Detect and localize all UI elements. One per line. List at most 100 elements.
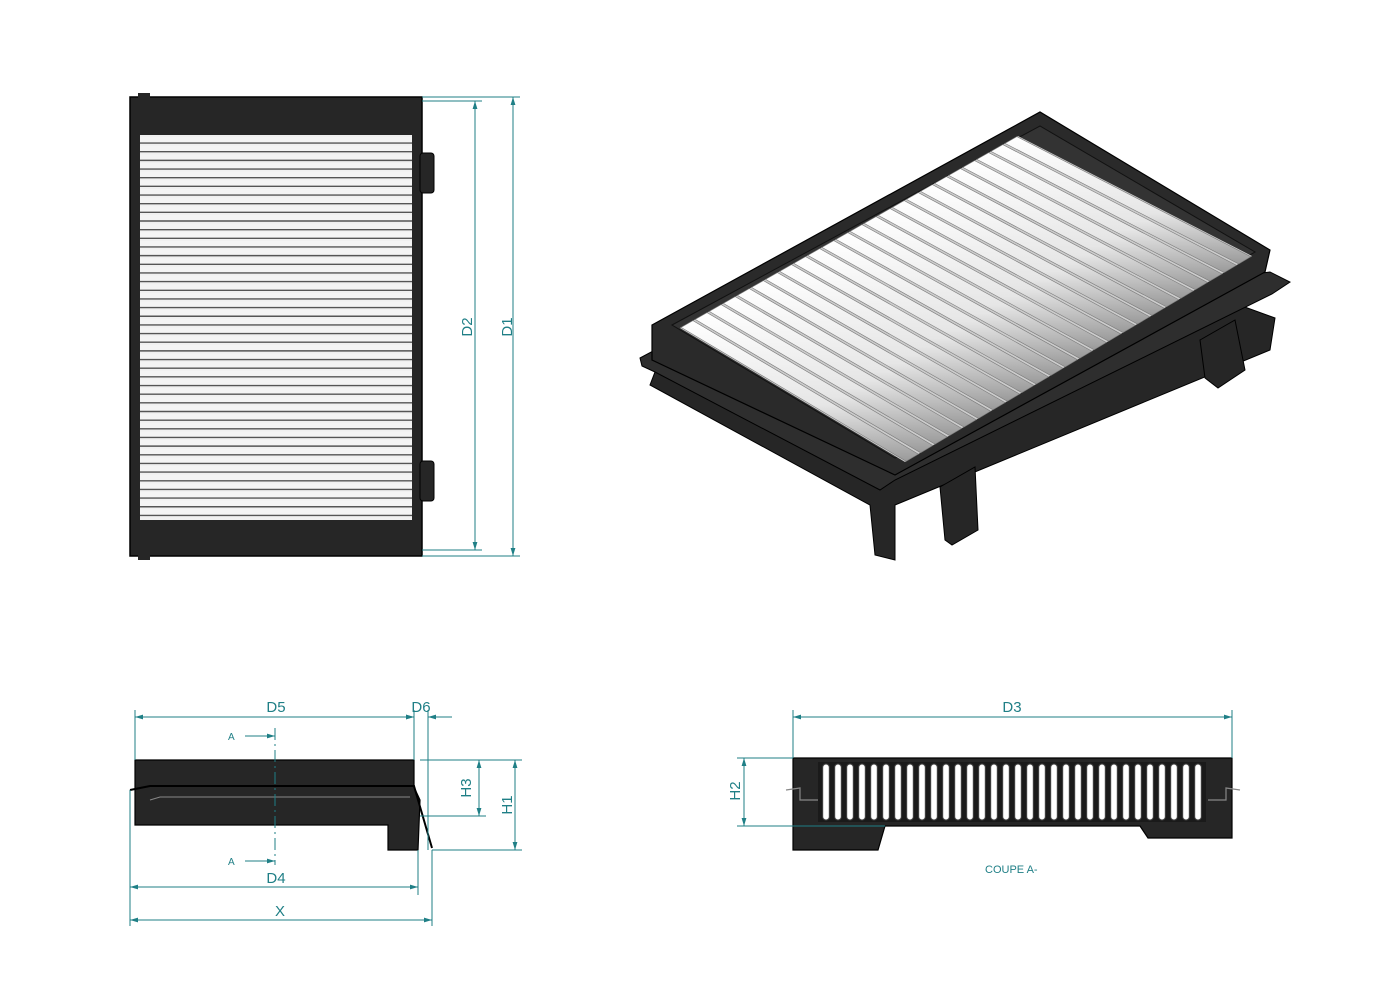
top-pleat <box>140 240 412 247</box>
top-pleat <box>140 180 412 186</box>
top-pleat <box>140 422 412 429</box>
dimension-h2: H2 <box>727 757 885 827</box>
label-h1: H1 <box>499 795 516 814</box>
top-pleat <box>140 379 412 385</box>
iso-pleat <box>962 160 1209 290</box>
top-pleat <box>140 154 412 160</box>
top-view <box>129 93 435 560</box>
iso-pleat <box>821 240 1064 376</box>
iso-pleat <box>750 280 992 419</box>
top-pleat <box>140 275 412 281</box>
iso-clip-right <box>1199 319 1246 389</box>
top-pleat <box>140 474 412 481</box>
section-pleat <box>1038 763 1046 821</box>
dimension-d4: D4 <box>129 790 419 926</box>
section-pleat <box>1158 763 1166 821</box>
iso-pleat <box>793 256 1035 393</box>
iso-pleat <box>1004 136 1252 265</box>
dimension-x: X <box>130 850 433 926</box>
top-pleat <box>140 292 412 299</box>
section-pleat <box>846 763 854 821</box>
iso-pleat <box>708 304 948 445</box>
top-pleat <box>140 214 412 221</box>
top-view-pleats <box>140 137 412 517</box>
top-pleat <box>140 206 412 212</box>
section-pleat <box>1146 763 1154 821</box>
section-pleat <box>1110 763 1118 821</box>
side-view-body <box>134 759 421 851</box>
section-pleat <box>1074 763 1082 821</box>
iso-pleat <box>976 152 1223 282</box>
side-view-flange-inner <box>149 796 410 801</box>
section-flange-left <box>785 787 818 801</box>
dimension-d6: D6 <box>395 699 452 850</box>
top-pleat <box>140 388 412 394</box>
section-pleat <box>1014 763 1022 821</box>
section-pleat <box>954 763 962 821</box>
top-pleat <box>140 301 412 307</box>
top-view-clip-bottom <box>419 460 435 502</box>
section-pleat <box>870 763 878 821</box>
section-pleat <box>1122 763 1130 821</box>
dimension-d5: D5 <box>134 699 415 760</box>
iso-pleats <box>680 136 1252 462</box>
iso-pleat <box>835 232 1078 368</box>
iso-clip-front <box>939 466 979 546</box>
section-pleat <box>966 763 974 821</box>
section-pleat <box>1182 763 1190 821</box>
top-pleat <box>140 492 412 498</box>
label-d5: D5 <box>266 699 285 716</box>
iso-pleat <box>807 248 1050 385</box>
section-pleat <box>1098 763 1106 821</box>
iso-pleat <box>765 272 1006 411</box>
section-pleat <box>930 763 938 821</box>
top-pleat <box>140 137 412 143</box>
label-x: X <box>275 903 285 920</box>
section-pleat <box>1002 763 1010 821</box>
section-pleat <box>990 763 998 821</box>
top-pleat <box>140 258 412 264</box>
top-pleat <box>140 284 412 290</box>
top-pleat <box>140 249 412 255</box>
top-pleat <box>140 318 412 325</box>
label-d3: D3 <box>1002 699 1021 716</box>
iso-pleat <box>905 192 1151 325</box>
iso-pleat <box>849 224 1093 359</box>
section-pleat <box>1086 763 1094 821</box>
top-pleat <box>140 188 412 195</box>
top-view-left-tab-bottom <box>138 552 150 560</box>
iso-pleat <box>722 296 963 436</box>
top-pleat <box>140 466 412 472</box>
section-view: COUPE A- <box>785 757 1241 876</box>
dimension-d3: D3 <box>792 699 1233 758</box>
section-pleat <box>918 763 926 821</box>
section-pleat <box>858 763 866 821</box>
top-pleat <box>140 310 412 316</box>
iso-pleat <box>990 144 1238 273</box>
dimension-h1: H1 <box>432 759 522 851</box>
top-pleat <box>140 145 412 152</box>
section-pleat <box>906 763 914 821</box>
iso-pleat <box>863 216 1107 351</box>
top-pleat <box>140 336 412 342</box>
top-pleat <box>140 431 412 437</box>
section-pleat <box>1194 763 1202 821</box>
top-pleat <box>140 162 412 169</box>
top-pleat <box>140 197 412 203</box>
section-title: COUPE A- <box>985 864 1038 876</box>
top-view-left-tab <box>138 93 150 101</box>
top-pleat <box>140 500 412 507</box>
top-pleat <box>140 405 412 411</box>
section-flange-right <box>1208 787 1241 801</box>
top-pleat <box>140 396 412 403</box>
top-pleat <box>140 353 412 359</box>
section-pleat <box>978 763 986 821</box>
section-pleat <box>1062 763 1070 821</box>
label-h3: H3 <box>458 778 475 797</box>
section-pleat <box>882 763 890 821</box>
top-pleat <box>140 370 412 377</box>
top-pleat <box>140 344 412 351</box>
top-pleat <box>140 223 412 229</box>
top-pleat <box>140 483 412 489</box>
